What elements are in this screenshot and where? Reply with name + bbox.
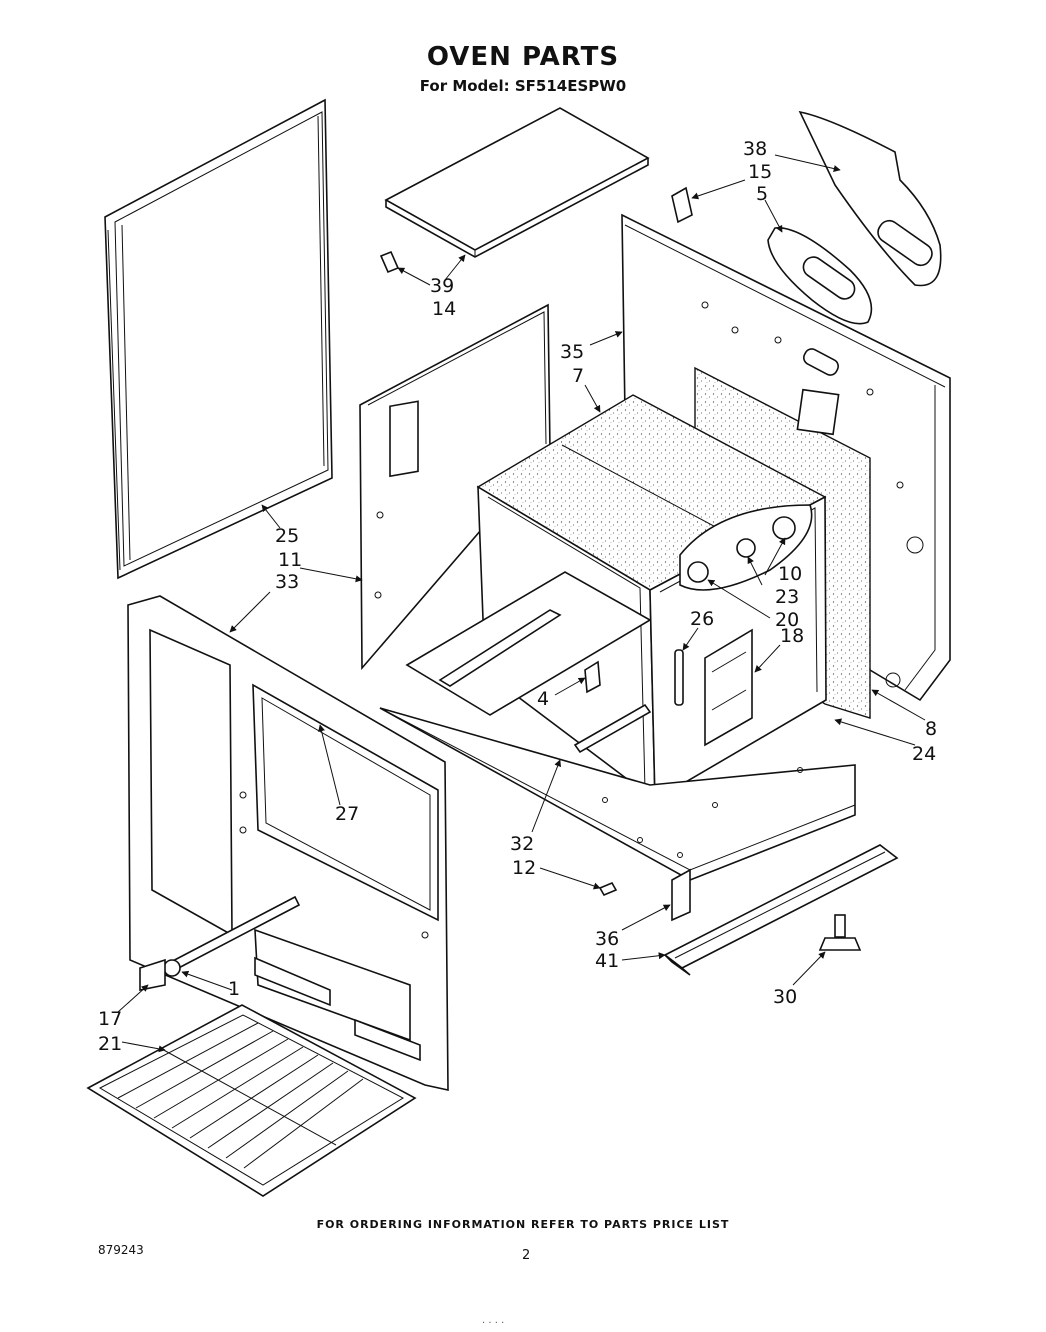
callout-15: 15 bbox=[748, 161, 772, 183]
hinge-rod-parts-1-17 bbox=[139, 895, 301, 991]
front-frame-part-33 bbox=[127, 595, 449, 1091]
callout-33: 33 bbox=[275, 571, 299, 593]
callout-38: 38 bbox=[743, 138, 767, 160]
leader-lines bbox=[117, 154, 926, 1053]
callout-30: 30 bbox=[773, 986, 797, 1008]
callout-36: 36 bbox=[595, 928, 619, 950]
callout-5: 5 bbox=[756, 183, 768, 205]
burner-components-parts-10-23-20 bbox=[679, 504, 813, 591]
spring-part-26 bbox=[674, 649, 684, 706]
callout-12: 12 bbox=[512, 857, 536, 879]
callout-7: 7 bbox=[572, 365, 584, 387]
callout-18: 18 bbox=[780, 625, 804, 647]
cover-part-38 bbox=[798, 110, 942, 287]
sensor-plate-part-18 bbox=[704, 628, 753, 747]
callout-4: 4 bbox=[537, 688, 549, 710]
ordering-info-note: FOR ORDERING INFORMATION REFER TO PARTS … bbox=[316, 1218, 730, 1231]
callout-27: 27 bbox=[335, 803, 359, 825]
callout-10: 10 bbox=[778, 563, 802, 585]
page-title: OVEN PARTS bbox=[426, 42, 620, 72]
side-panel-part-25 bbox=[104, 98, 333, 580]
callout-24: 24 bbox=[912, 743, 936, 765]
callout-17: 17 bbox=[98, 1008, 122, 1030]
callout-25: 25 bbox=[275, 525, 299, 547]
leveling-leg-part-30 bbox=[818, 914, 862, 951]
top-panel-part-39 bbox=[384, 107, 650, 258]
callout-39: 39 bbox=[430, 275, 454, 297]
bracket-part-15 bbox=[671, 186, 693, 224]
document-number: 879243 bbox=[98, 1243, 144, 1257]
callout-23: 23 bbox=[775, 586, 799, 608]
bottom-margin-mark: · · · · bbox=[482, 1318, 505, 1329]
callout-1: 1 bbox=[228, 978, 240, 1000]
oven-rack-part-21 bbox=[86, 1004, 417, 1197]
callout-26: 26 bbox=[690, 608, 714, 630]
callout-35: 35 bbox=[560, 341, 584, 363]
bracket-part-14 bbox=[379, 250, 400, 274]
oven-bottom-part-32 bbox=[405, 571, 652, 754]
side-panel-part-11 bbox=[359, 303, 551, 671]
callout-21: 21 bbox=[98, 1033, 122, 1055]
bracket-part-36 bbox=[598, 868, 691, 922]
slide-rail-part-41 bbox=[663, 844, 899, 976]
callout-8: 8 bbox=[925, 718, 937, 740]
callout-41: 41 bbox=[595, 950, 619, 972]
callout-11: 11 bbox=[278, 549, 302, 571]
gasket-part-5 bbox=[767, 227, 873, 325]
callout-labels: 38 15 5 39 14 35 7 25 11 33 10 23 20 26 … bbox=[98, 138, 937, 1055]
callout-20: 20 bbox=[775, 609, 799, 631]
page-number: 2 bbox=[522, 1248, 531, 1263]
callout-14: 14 bbox=[432, 298, 456, 320]
clip-part-4 bbox=[584, 660, 601, 694]
model-subtitle: For Model: SF514ESPW0 bbox=[419, 77, 627, 95]
callout-32: 32 bbox=[510, 833, 534, 855]
